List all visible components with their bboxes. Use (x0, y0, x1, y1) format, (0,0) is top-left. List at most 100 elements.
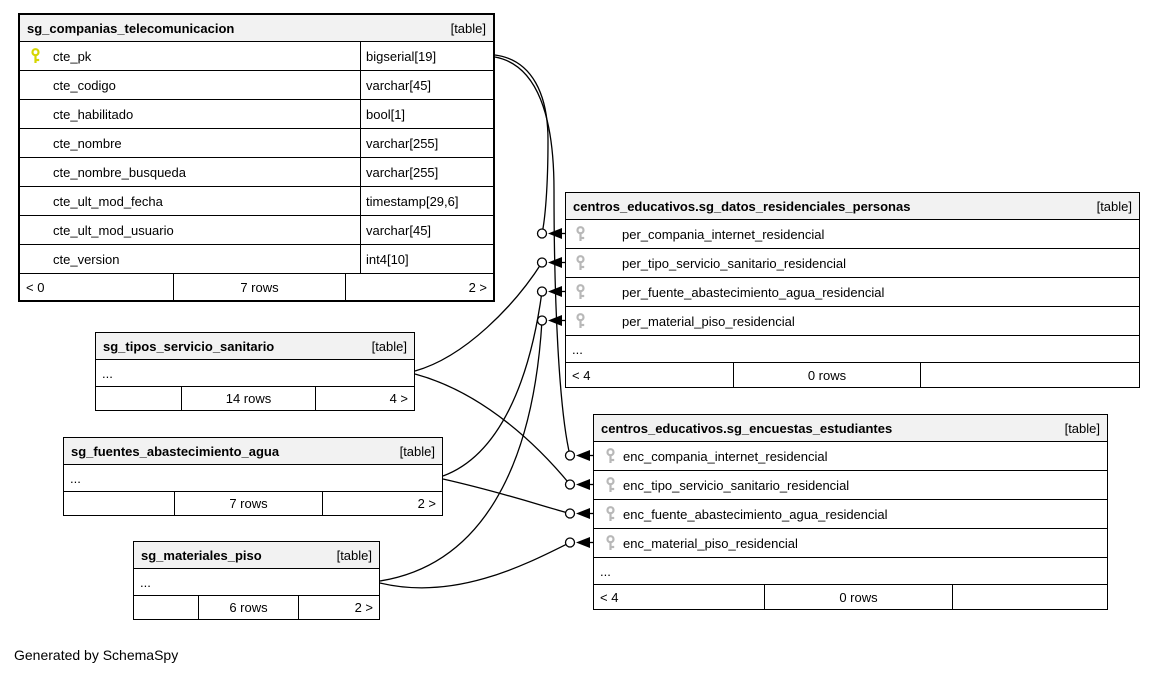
table-header[interactable]: sg_tipos_servicio_sanitario[table] (96, 333, 414, 360)
table-footer: < 4 0 rows (566, 363, 1139, 387)
column-row[interactable]: enc_fuente_abastecimiento_agua_residenci… (594, 500, 1107, 529)
column-row[interactable]: cte_version int4[10] (20, 245, 493, 274)
table-header[interactable]: centros_educativos.sg_encuestas_estudian… (594, 415, 1107, 442)
column-name: cte_ult_mod_fecha (53, 193, 163, 209)
column-row[interactable]: per_compania_internet_residencial (566, 220, 1139, 249)
column-name: enc_compania_internet_residencial (623, 448, 828, 464)
foreign-key-icon (604, 506, 616, 522)
column-name: cte_nombre_busqueda (53, 164, 186, 180)
column-row[interactable]: enc_compania_internet_residencial (594, 442, 1107, 471)
column-type: int4[10] (360, 245, 493, 273)
fk-relationship-edge (414, 373, 593, 490)
column-row[interactable]: per_fuente_abastecimiento_agua_residenci… (566, 278, 1139, 307)
foreign-key-icon (604, 448, 616, 464)
footer-row-count: 0 rows (733, 363, 921, 387)
table-title: sg_materiales_piso (141, 547, 262, 563)
fk-relationship-edge (379, 315, 565, 582)
column-name: cte_codigo (53, 77, 116, 93)
zero-circle-icon (536, 228, 548, 239)
column-row[interactable]: per_material_piso_residencial (566, 307, 1139, 336)
footer-children-count (134, 596, 198, 619)
table-header[interactable]: sg_materiales_piso [table] (134, 542, 379, 569)
table-node-sg_materiales_piso[interactable]: sg_materiales_piso [table]...6 rows 2 > (133, 541, 380, 620)
column-row[interactable]: enc_material_piso_residencial (594, 529, 1107, 558)
many-arrowhead-icon (576, 450, 590, 461)
footer-children-count: < 4 (600, 589, 619, 605)
column-row[interactable]: enc_tipo_servicio_sanitario_residencial (594, 471, 1107, 500)
column-row[interactable]: cte_ult_mod_fecha timestamp[29,6] (20, 187, 493, 216)
table-tag: [table] (336, 547, 372, 563)
column-type: varchar[45] (360, 71, 493, 99)
table-node-sg_tipos_servicio_sanitario[interactable]: sg_tipos_servicio_sanitario[table]...14 … (95, 332, 415, 411)
many-arrowhead-icon (548, 315, 562, 326)
fk-relationship-edge (442, 478, 593, 519)
fk-relationship-edge (442, 286, 565, 477)
zero-circle-icon (564, 479, 576, 490)
footer-row-count: 7 rows (173, 274, 346, 300)
column-name: cte_ult_mod_usuario (53, 222, 174, 238)
primary-key-icon (26, 48, 45, 64)
column-name: cte_version (53, 251, 120, 267)
table-header[interactable]: sg_fuentes_abastecimiento_agua [table] (64, 438, 442, 465)
zero-circle-icon (536, 257, 548, 268)
column-row[interactable]: cte_codigo varchar[45] (20, 71, 493, 100)
table-tag: [table] (1064, 420, 1100, 436)
many-arrowhead-icon (548, 228, 562, 239)
table-tag: [table] (371, 338, 407, 354)
column-name: cte_nombre (53, 135, 122, 151)
zero-circle-icon (564, 508, 576, 519)
more-columns-ellipsis: ... (134, 569, 379, 596)
table-node-centros_educativos.sg_encuestas_estudiantes[interactable]: centros_educativos.sg_encuestas_estudian… (593, 414, 1108, 610)
table-node-sg_companias_telecomunicacion[interactable]: sg_companias_telecomunicacion [table] cte_… (18, 13, 495, 302)
column-type: timestamp[29,6] (360, 187, 493, 215)
column-name: cte_pk (53, 48, 92, 64)
column-name: per_tipo_servicio_sanitario_residencial (622, 255, 847, 271)
fk-relationship-edge (494, 54, 565, 239)
footer-row-count: 7 rows (174, 492, 323, 515)
zero-circle-icon (536, 315, 548, 326)
table-tag: [table] (399, 443, 435, 459)
column-name: per_fuente_abastecimiento_agua_residenci… (622, 284, 885, 300)
footer-parents-count: 2 > (417, 496, 436, 511)
column-name: enc_fuente_abastecimiento_agua_residenci… (623, 506, 888, 522)
foreign-key-icon (574, 255, 586, 271)
column-name: per_compania_internet_residencial (622, 226, 825, 242)
more-columns-ellipsis: ... (566, 336, 1139, 363)
column-name: enc_tipo_servicio_sanitario_residencial (623, 477, 850, 493)
foreign-key-icon (604, 535, 616, 551)
table-footer: 6 rows 2 > (134, 596, 379, 619)
foreign-key-icon (574, 313, 586, 329)
table-title: sg_fuentes_abastecimiento_agua (71, 443, 280, 459)
table-tag: [table] (1096, 198, 1132, 214)
column-row[interactable]: per_tipo_servicio_sanitario_residencial (566, 249, 1139, 278)
footer-children-count (96, 387, 181, 410)
many-arrowhead-icon (548, 286, 562, 297)
more-columns-ellipsis: ... (64, 465, 442, 492)
zero-circle-icon (564, 450, 576, 461)
footer-parents-count: 4 > (389, 391, 408, 406)
many-arrowhead-icon (576, 537, 590, 548)
foreign-key-icon (604, 477, 616, 493)
footer-row-count: 6 rows (198, 596, 299, 619)
footer-parents-count: 2 > (354, 600, 373, 615)
table-header[interactable]: centros_educativos.sg_datos_residenciale… (566, 193, 1139, 220)
table-node-centros_educativos.sg_datos_residenciales_personas[interactable]: centros_educativos.sg_datos_residenciale… (565, 192, 1140, 388)
table-tag: [table] (450, 20, 486, 36)
footer-children-count: < 4 (572, 367, 591, 383)
table-node-sg_fuentes_abastecimiento_agua[interactable]: sg_fuentes_abastecimiento_agua [table]...… (63, 437, 443, 516)
footer-parents-count: 2 > (468, 279, 487, 295)
column-name: enc_material_piso_residencial (623, 535, 798, 551)
footer-children-count (64, 492, 174, 515)
table-header[interactable]: sg_companias_telecomunicacion [table] (20, 15, 493, 42)
table-title: centros_educativos.sg_datos_residenciale… (573, 198, 911, 214)
table-title: sg_companias_telecomunicacion (27, 20, 235, 36)
many-arrowhead-icon (576, 508, 590, 519)
